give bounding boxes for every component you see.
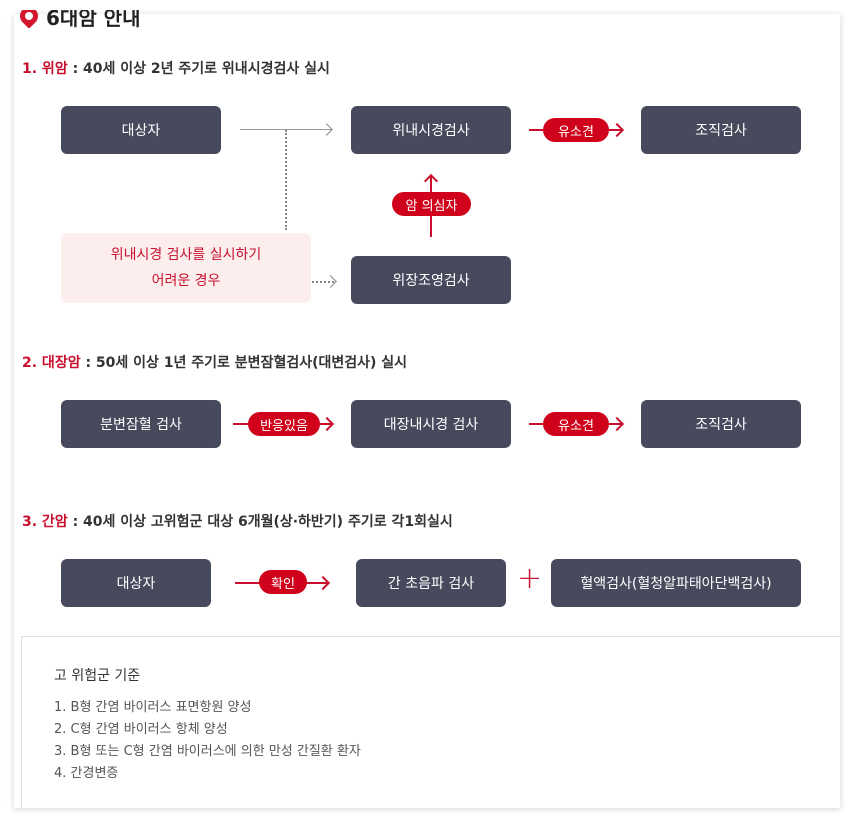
- plus-icon: +: [517, 561, 543, 596]
- ultrasound-box: 간 초음파 검사: [356, 559, 506, 607]
- dotted-connector: [285, 130, 287, 230]
- colon-desc: : 50세 이상 1년 주기로 분변잠혈검사(대변검사) 실시: [80, 355, 408, 371]
- hard-case-line2: 어려운 경우: [151, 273, 221, 289]
- finding-pill: 유소견: [543, 412, 609, 436]
- stomach-number: 1. 위암: [22, 61, 68, 77]
- liver-desc: : 40세 이상 고위험군 대상 6개월(상·하반기) 주기로 각1회실시: [67, 514, 453, 530]
- confirm-pill: 확인: [259, 570, 307, 594]
- stomach-biopsy-box: 조직검사: [641, 106, 801, 154]
- colon-section-title: 2. 대장암 : 50세 이상 1년 주기로 분변잠혈검사(대변검사) 실시: [22, 352, 407, 372]
- liver-target-box: 대상자: [61, 559, 211, 607]
- list-item: 2. C형 간염 바이러스 항체 양성: [54, 722, 228, 737]
- hard-case-line1: 위내시경 검사를 실시하기: [110, 247, 262, 263]
- page-title: 6대암 안내: [46, 5, 141, 30]
- colonoscopy-box: 대장내시경 검사: [351, 400, 511, 448]
- criteria-title: 고 위험군 기준: [54, 668, 141, 684]
- finding-pill: 유소견: [543, 118, 609, 142]
- blood-test-box: 혈액검사(혈청알파태아단백검사): [551, 559, 801, 607]
- colon-number: 2. 대장암: [22, 355, 81, 371]
- positive-pill: 반응있음: [248, 412, 320, 436]
- arrow-line: [240, 129, 332, 130]
- criteria-list: 1. B형 간염 바이러스 표면항원 양성 2. C형 간염 바이러스 항체 양…: [54, 697, 361, 785]
- page-header: 6대암 안내: [20, 5, 141, 30]
- list-item: 4. 간경변증: [54, 766, 119, 781]
- stomach-endoscopy-box: 위내시경검사: [351, 106, 511, 154]
- list-item: 1. B형 간염 바이러스 표면항원 양성: [54, 700, 252, 715]
- high-risk-criteria-panel: 고 위험군 기준 1. B형 간염 바이러스 표면항원 양성 2. C형 간염 …: [21, 636, 841, 808]
- stomach-section-title: 1. 위암 : 40세 이상 2년 주기로 위내시경검사 실시: [22, 58, 330, 78]
- fobt-box: 분변잠혈 검사: [61, 400, 221, 448]
- colon-biopsy-box: 조직검사: [641, 400, 801, 448]
- stomach-desc: : 40세 이상 2년 주기로 위내시경검사 실시: [67, 61, 330, 77]
- liver-number: 3. 간암: [22, 514, 68, 530]
- stomach-target-box: 대상자: [61, 106, 221, 154]
- location-pin-icon: [20, 10, 42, 28]
- upper-gi-box: 위장조영검사: [351, 256, 511, 304]
- hard-case-box: 위내시경 검사를 실시하기 어려운 경우: [61, 233, 311, 303]
- suspect-pill: 암 의심자: [392, 192, 471, 216]
- list-item: 3. B형 또는 C형 간염 바이러스에 의한 만성 간질환 환자: [54, 744, 361, 759]
- liver-section-title: 3. 간암 : 40세 이상 고위험군 대상 6개월(상·하반기) 주기로 각1…: [22, 511, 453, 531]
- dotted-connector: [312, 281, 334, 283]
